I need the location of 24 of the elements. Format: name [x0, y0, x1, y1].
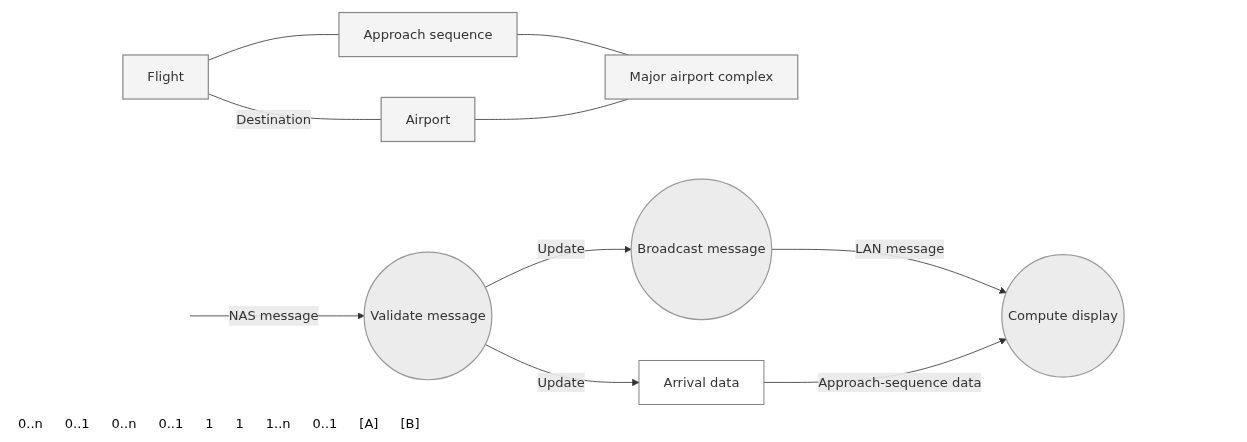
multiplicity-label: 1..n [264, 415, 292, 432]
multiplicity-label: 0..1 [157, 415, 185, 432]
node-circle: Broadcast message [630, 178, 773, 321]
multiplicity-label: [A] [358, 415, 380, 432]
node-box: Flight [122, 54, 209, 100]
edge-label: Update [537, 374, 585, 390]
multiplicity-label: 1 [204, 415, 215, 432]
node-circle: Compute display [1001, 254, 1125, 378]
multiplicity-label: 0..1 [311, 415, 339, 432]
multiplicity-label: [B] [399, 415, 421, 432]
node-box: Airport [380, 96, 476, 143]
multiplicity-label: 0..n [110, 415, 138, 432]
edge-label: Destination [236, 111, 312, 127]
edge-label: Approach-sequence data [818, 374, 982, 390]
node-box: Approach sequence [338, 11, 518, 58]
multiplicity-label: 0..1 [63, 415, 91, 432]
node-box: Arrival data [638, 360, 765, 405]
edge-label: NAS message [228, 307, 319, 324]
edge-label: LAN message [855, 241, 945, 257]
multiplicity-label: 0..n [17, 415, 44, 432]
node-box: Major airport complex [604, 54, 799, 100]
multiplicity-label: 1 [234, 415, 245, 432]
edge-label: Update [537, 241, 585, 257]
node-circle: Validate message [363, 251, 493, 381]
